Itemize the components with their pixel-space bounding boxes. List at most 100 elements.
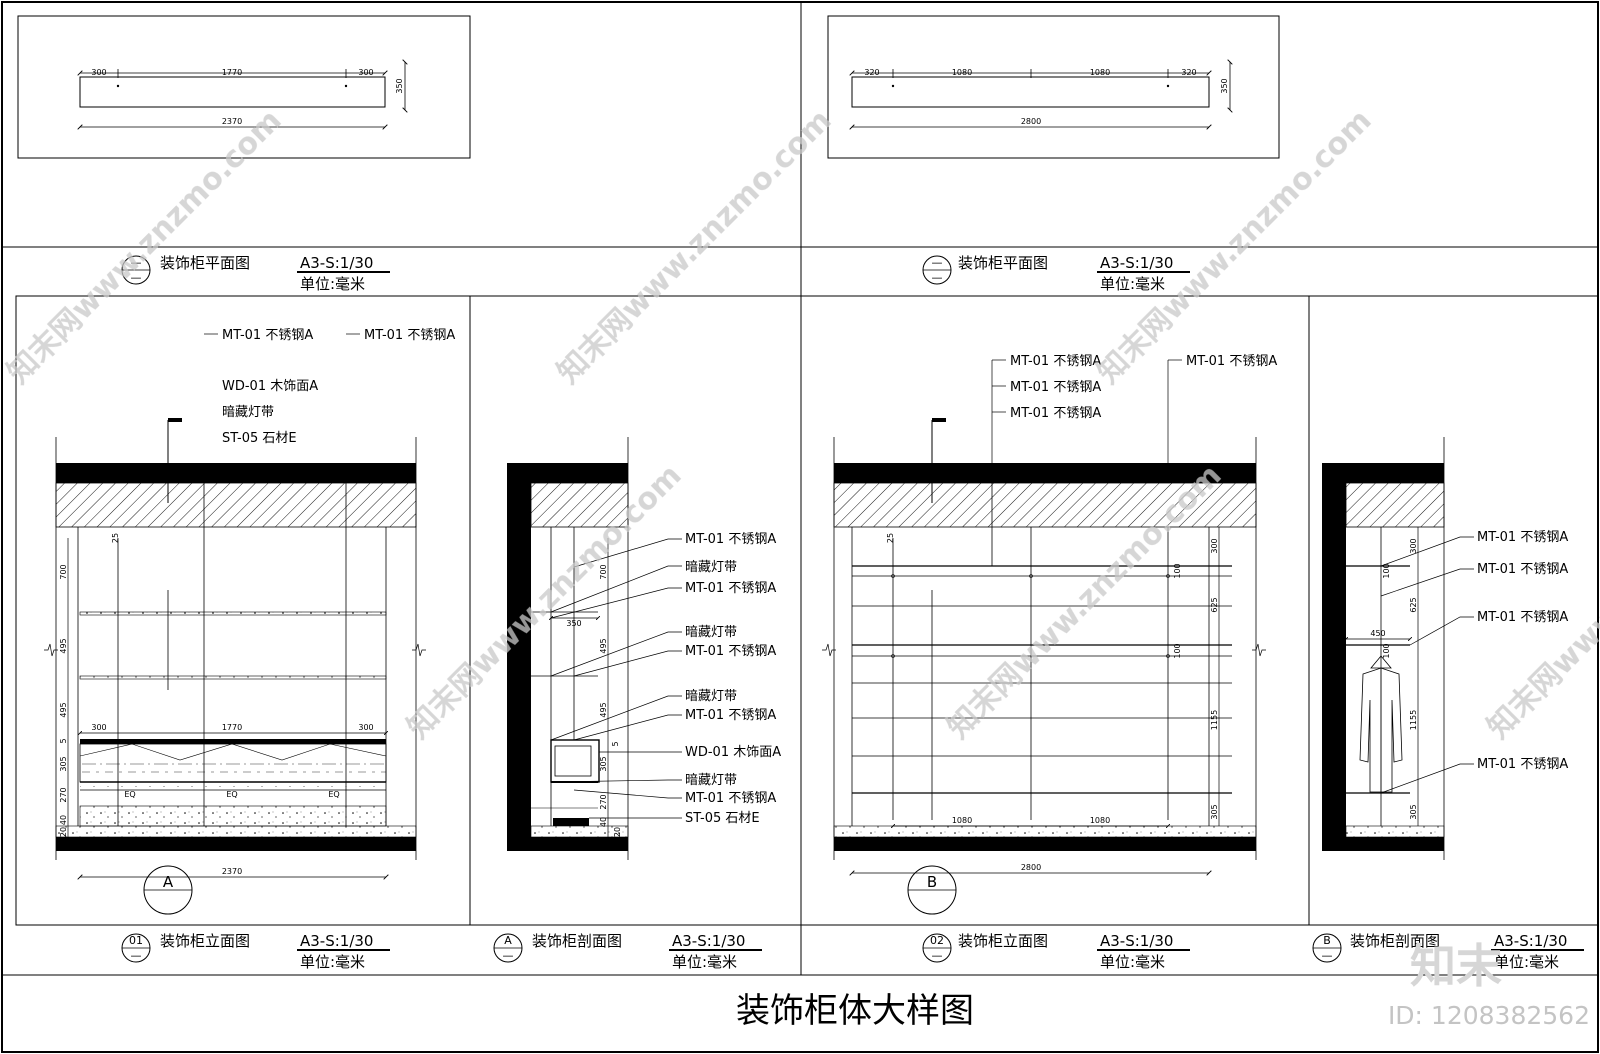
svg-text:02: 02	[930, 934, 944, 947]
elev02-callout-2: MT-01 不锈钢A	[1010, 406, 1101, 421]
elev01-callout-0: MT-01 不锈钢A	[222, 328, 313, 343]
svg-text:—: —	[932, 949, 943, 962]
svg-text:—: —	[503, 949, 514, 962]
svg-text:A3-S:1/30: A3-S:1/30	[672, 932, 745, 950]
svg-text:B: B	[1323, 934, 1331, 947]
svg-text:305: 305	[59, 756, 68, 771]
svg-text:—: —	[131, 256, 142, 269]
elevation-02: MT-01 不锈钢A MT-01 不锈钢A MT-01 不锈钢A MT-01 不…	[822, 354, 1277, 915]
svg-text:270: 270	[59, 787, 68, 802]
secB-callout-2: MT-01 不锈钢A	[1477, 610, 1568, 625]
elev02-section-mark: B	[927, 873, 937, 891]
plan2-total: 2800	[1021, 117, 1041, 126]
section-b: 450 300 625 1155 305 100 100 MT-01 不锈钢A …	[1322, 437, 1568, 860]
svg-text:495: 495	[59, 702, 68, 717]
svg-text:装饰柜立面图: 装饰柜立面图	[160, 932, 250, 950]
secB-callout-0: MT-01 不锈钢A	[1477, 530, 1568, 545]
watermark-text-6: 知末网www.znzmo.com	[1481, 458, 1600, 746]
plan2-scale: A3-S:1/30	[1100, 254, 1173, 272]
svg-text:1080: 1080	[952, 816, 972, 825]
svg-text:—: —	[932, 271, 943, 284]
svg-text:40: 40	[599, 817, 608, 827]
plan2-dim-3: 320	[1181, 68, 1196, 77]
secA-caption: A — 装饰柜剖面图 A3-S:1/30 单位:毫米	[493, 932, 762, 971]
coat-hanger-icon	[1359, 655, 1403, 793]
svg-text:305: 305	[599, 756, 608, 771]
svg-text:1770: 1770	[222, 723, 242, 732]
elev01-callout-1: WD-01 木饰面A	[222, 379, 318, 394]
plan1-title: 装饰柜平面图	[160, 254, 250, 272]
svg-text:2800: 2800	[1021, 863, 1041, 872]
plan2-dim-0: 320	[864, 68, 879, 77]
svg-text:25: 25	[111, 533, 120, 543]
secA-callout-4: MT-01 不锈钢A	[685, 644, 776, 659]
svg-text:100: 100	[1382, 643, 1391, 658]
svg-text:单位:毫米: 单位:毫米	[672, 953, 737, 971]
secA-callout-9: MT-01 不锈钢A	[685, 791, 776, 806]
svg-text:1080: 1080	[1090, 816, 1110, 825]
svg-text:装饰柜剖面图: 装饰柜剖面图	[1350, 932, 1440, 950]
svg-text:305: 305	[1409, 804, 1418, 819]
plan1-unit: 单位:毫米	[300, 275, 365, 293]
svg-text:2370: 2370	[222, 867, 242, 876]
elev02-callout-1: MT-01 不锈钢A	[1010, 380, 1101, 395]
svg-text:700: 700	[59, 564, 68, 579]
svg-text:270: 270	[599, 794, 608, 809]
svg-text:40: 40	[59, 815, 68, 825]
svg-text:A3-S:1/30: A3-S:1/30	[300, 932, 373, 950]
svg-text:EQ: EQ	[124, 790, 135, 799]
svg-text:495: 495	[599, 702, 608, 717]
svg-text:单位:毫米: 单位:毫米	[300, 953, 365, 971]
elev01-callout-3: ST-05 石材E	[222, 431, 297, 446]
plan2-depth: 350	[1220, 78, 1229, 93]
elev01-caption: 01 — 装饰柜立面图 A3-S:1/30 单位:毫米	[121, 932, 390, 971]
elevation-01: MT-01 不锈钢A WD-01 木饰面A 暗藏灯带 ST-05 石材E MT-…	[44, 328, 455, 915]
elev02-callout-0: MT-01 不锈钢A	[1010, 354, 1101, 369]
svg-text:A3-S:1/30: A3-S:1/30	[1100, 932, 1173, 950]
svg-text:300: 300	[91, 723, 106, 732]
svg-text:100: 100	[1382, 563, 1391, 578]
secA-callout-3: 暗藏灯带	[685, 625, 737, 640]
elev01-callout-4: MT-01 不锈钢A	[364, 328, 455, 343]
svg-text:300: 300	[1409, 538, 1418, 553]
plan2-unit: 单位:毫米	[1100, 275, 1165, 293]
svg-text:20: 20	[59, 827, 68, 837]
brand-logo: 知末	[1410, 939, 1502, 993]
secB-callout-1: MT-01 不锈钢A	[1477, 562, 1568, 577]
plan-view-1: 300 1770 300 2370 350	[17, 15, 471, 159]
secA-callout-5: 暗藏灯带	[685, 689, 737, 704]
elev01-section-mark: A	[163, 873, 174, 891]
plan-view-2: 320 1080 1080 320 2800 350	[827, 15, 1280, 159]
svg-text:EQ: EQ	[226, 790, 237, 799]
svg-text:—: —	[932, 256, 943, 269]
elev02-callout-3: MT-01 不锈钢A	[1186, 354, 1277, 369]
section-a: 700 495 495 305 270 40 20 5 350 MT-01 不锈…	[507, 437, 781, 860]
svg-text:01: 01	[129, 934, 143, 947]
svg-text:300: 300	[1210, 538, 1219, 553]
svg-text:625: 625	[1409, 597, 1418, 612]
svg-text:装饰柜剖面图: 装饰柜剖面图	[532, 932, 622, 950]
sheet-title: 装饰柜体大样图	[736, 991, 974, 1031]
svg-text:300: 300	[358, 723, 373, 732]
svg-text:100: 100	[1173, 643, 1182, 658]
plan2-caption: — — 装饰柜平面图 A3-S:1/30 单位:毫米	[922, 254, 1190, 293]
secA-callout-1: 暗藏灯带	[685, 560, 737, 575]
svg-text:495: 495	[599, 638, 608, 653]
secB-caption: B — 装饰柜剖面图 A3-S:1/30 单位:毫米	[1312, 932, 1584, 971]
elev02-caption: 02 — 装饰柜立面图 A3-S:1/30 单位:毫米	[922, 932, 1190, 971]
svg-text:25: 25	[886, 533, 895, 543]
svg-text:1155: 1155	[1210, 710, 1219, 730]
plan2-dim-2: 1080	[1090, 68, 1110, 77]
secA-callout-6: MT-01 不锈钢A	[685, 708, 776, 723]
plan1-dim-0: 300	[91, 68, 106, 77]
image-id: ID: 1208382562	[1388, 1001, 1590, 1030]
plan1-total: 2370	[222, 117, 242, 126]
svg-text:单位:毫米: 单位:毫米	[1100, 953, 1165, 971]
svg-text:—: —	[131, 271, 142, 284]
plan1-dim-1: 1770	[222, 68, 242, 77]
svg-text:—: —	[131, 949, 142, 962]
detail-frame	[15, 295, 1599, 926]
secA-callout-7: WD-01 木饰面A	[685, 745, 781, 760]
elev01-callout-2: 暗藏灯带	[222, 405, 274, 420]
svg-text:625: 625	[1210, 597, 1219, 612]
